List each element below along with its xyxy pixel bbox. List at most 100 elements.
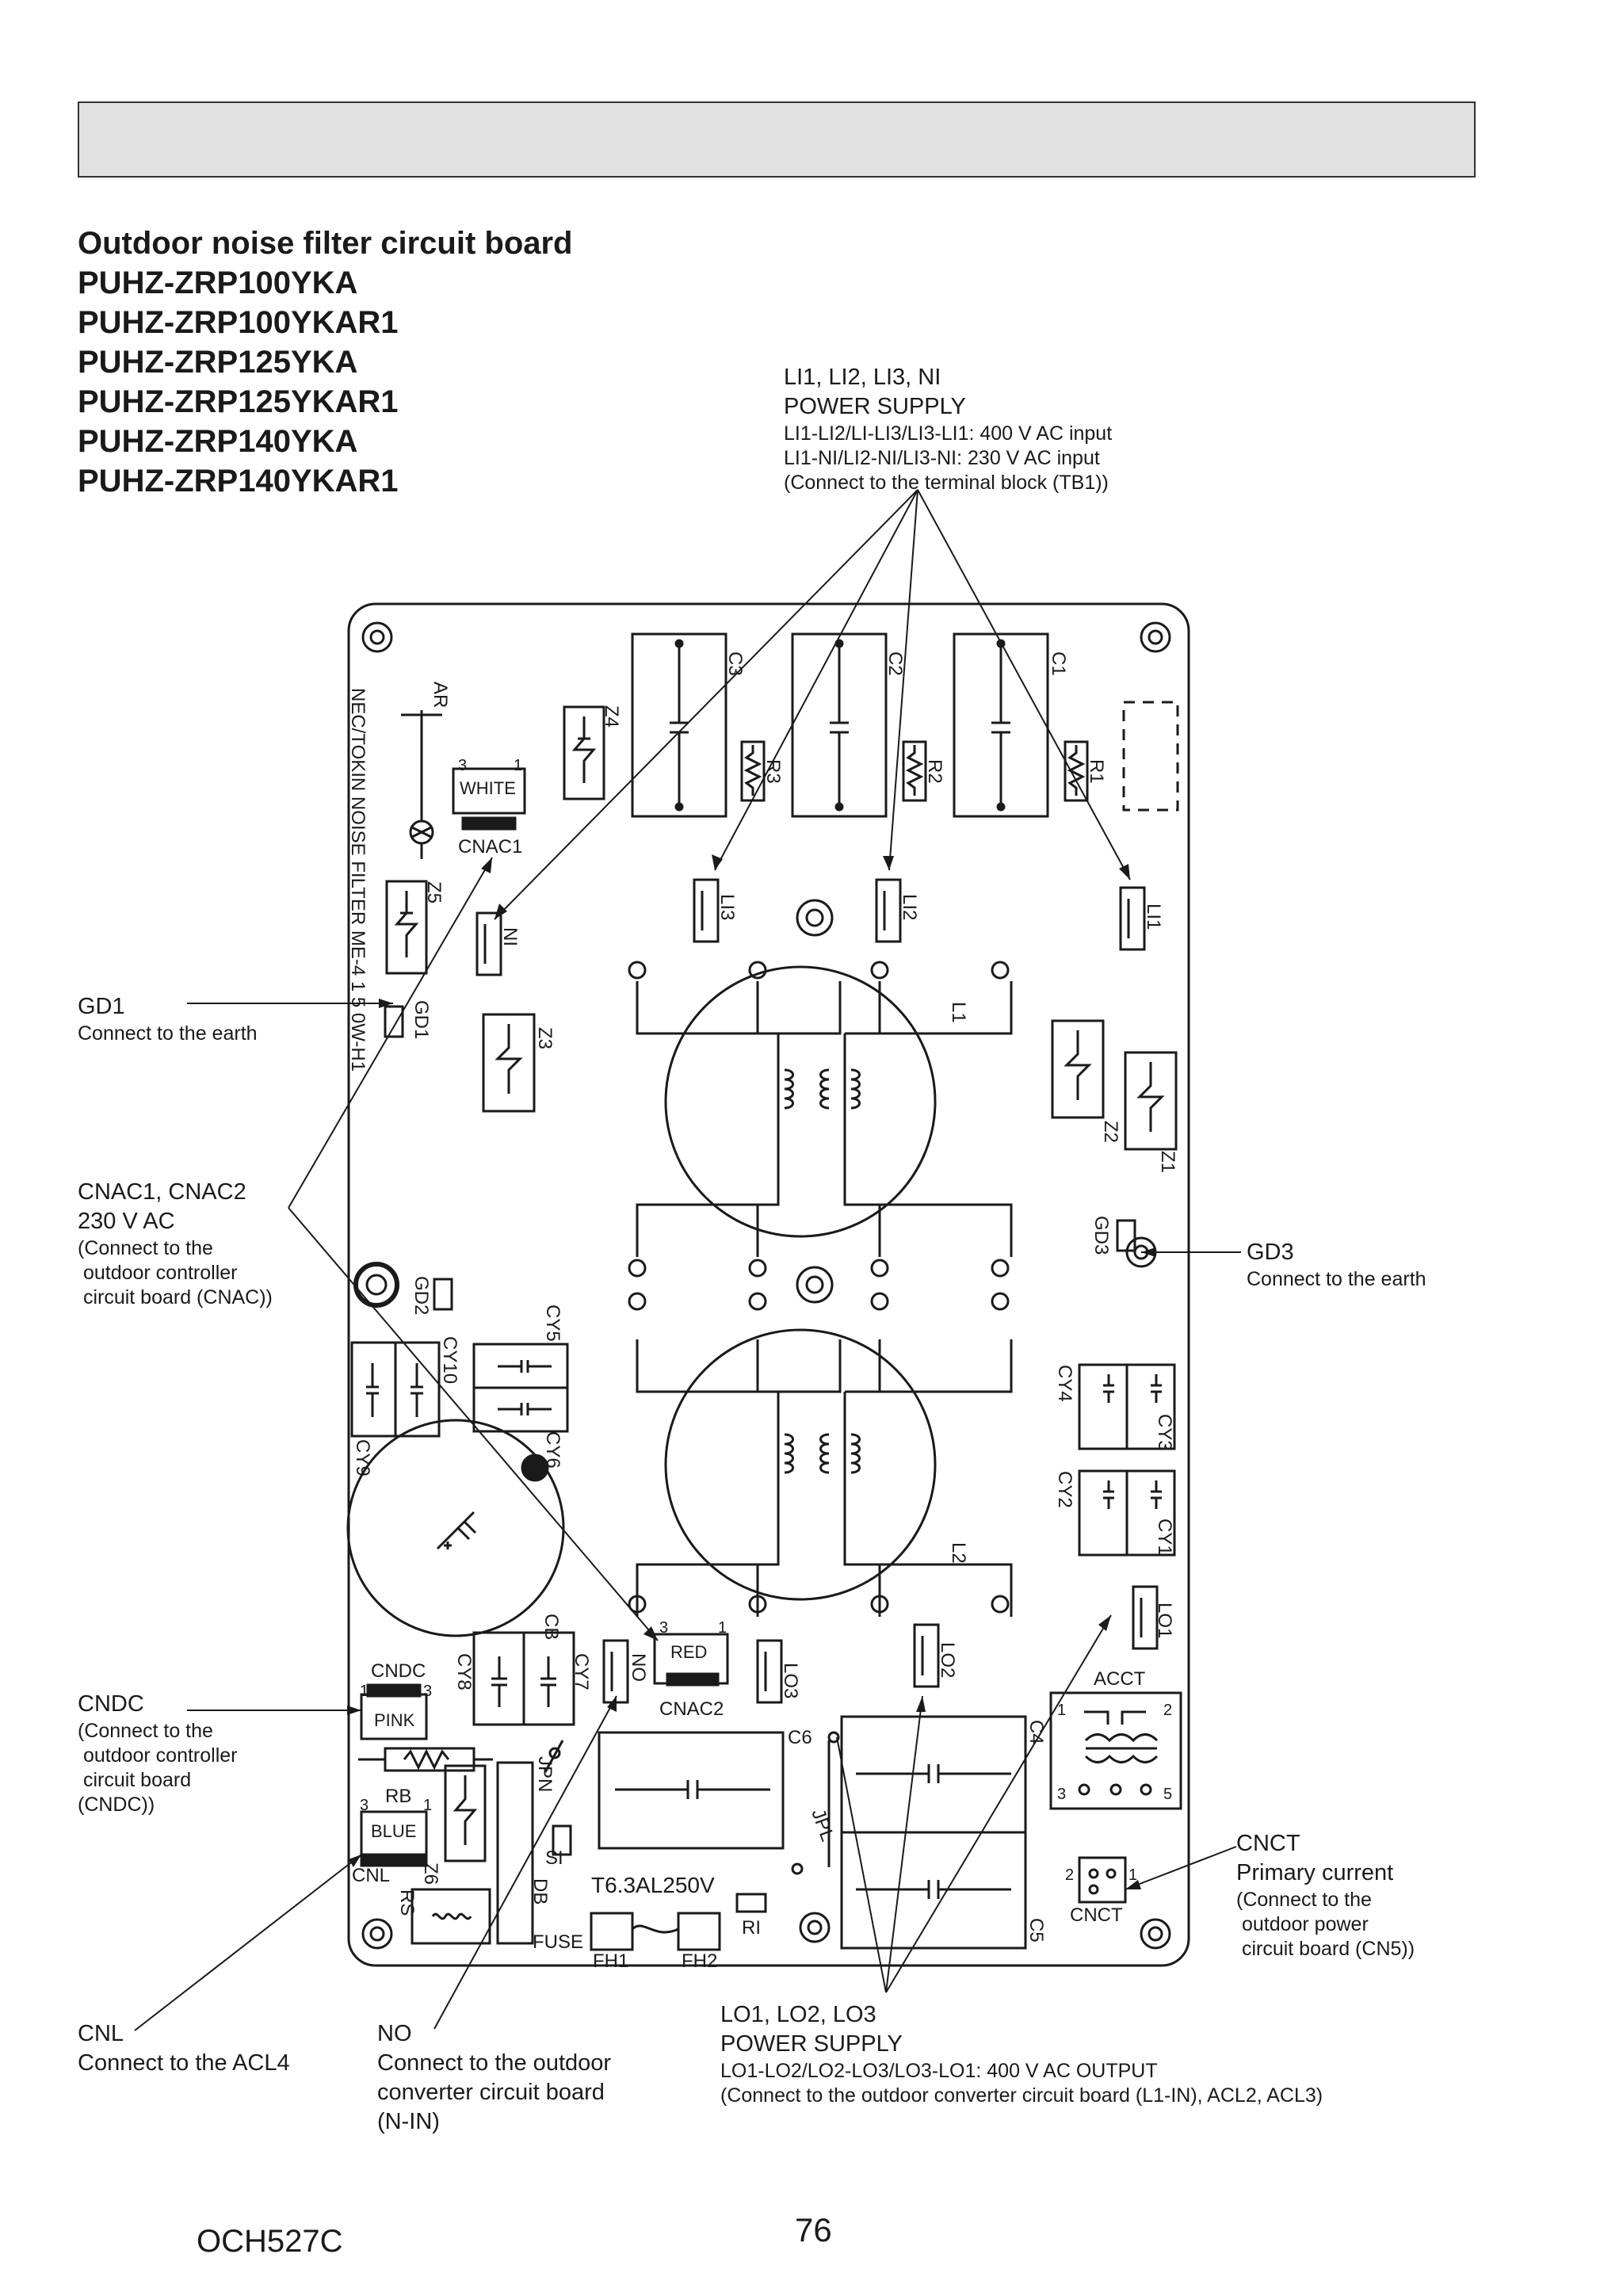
varistor-z4 (563, 705, 605, 800)
model-1: PUHZ-ZRP100YKA (78, 266, 358, 300)
label-r3: R3 (762, 759, 784, 784)
label-l1: L1 (948, 1002, 969, 1023)
label-acct-pin3: 3 (1057, 1786, 1066, 1803)
cy6-marker (521, 1454, 549, 1482)
label-pink: PINK (374, 1710, 415, 1730)
label-jpn: JPN (534, 1756, 556, 1792)
diode-bridge-db (496, 1761, 534, 1945)
fuse (631, 1924, 679, 1934)
label-z3: Z3 (534, 1027, 556, 1049)
cnac-callout: CNAC1, CNAC2 230 V AC (Connect to the ou… (78, 1178, 273, 1310)
power-in-line2: POWER SUPPLY (784, 394, 966, 419)
label-c2: C2 (884, 651, 906, 676)
ground-gd2 (433, 1278, 453, 1311)
title-block: Outdoor noise filter circuit board PUHZ-… (78, 223, 573, 501)
power-out-line2: POWER SUPPLY (720, 2031, 903, 2057)
vendor-text: NEC/TOKIN NOISE FILTER ME-4 1 5 0W-H1 (347, 688, 369, 1072)
label-acct-pin1: 1 (1057, 1702, 1066, 1719)
label-lo1: LO1 (1154, 1603, 1175, 1638)
cndc-line4: circuit board (78, 1769, 192, 1791)
resistor-rs (411, 1888, 491, 1945)
label-cnct-pin2: 2 (1065, 1866, 1074, 1884)
resistor-r1 (1064, 740, 1089, 802)
label-rs: RS (396, 1889, 418, 1916)
label-cy9: CY9 (352, 1439, 373, 1477)
capacitor-c6 (598, 1731, 785, 1850)
label-cy7: CY7 (571, 1653, 592, 1690)
ground-gd1 (384, 1005, 404, 1038)
terminal-lo2 (913, 1623, 940, 1688)
label-ar: AR (430, 682, 451, 708)
power-out-line3: LO1-LO2/LO2-LO3/LO3-LO1: 400 V AC OUTPUT (720, 2060, 1158, 2082)
cnct-line3: (Connect to the (1236, 1889, 1372, 1911)
jumpers (544, 1740, 831, 1867)
cnl-callout: CNL Connect to the ACL4 (78, 2019, 290, 2078)
terminal-li1 (1119, 886, 1146, 951)
varistor-z1 (1124, 1051, 1178, 1151)
label-gd1: GD1 (411, 1000, 432, 1039)
model-4: PUHZ-ZRP125YKAR1 (78, 384, 399, 419)
cnct-line1: CNCT (1236, 1831, 1300, 1856)
label-c4: C4 (1025, 1720, 1047, 1744)
power-in-callout: LI1, LI2, LI3, NI POWER SUPPLY LI1-LI2/L… (784, 363, 1112, 495)
label-r2: R2 (924, 759, 945, 784)
capacitor-c1 (953, 632, 1049, 818)
gd3-line2: Connect to the earth (1247, 1268, 1426, 1290)
label-blue: BLUE (371, 1821, 416, 1841)
label-jpl: JPL (807, 1806, 838, 1844)
label-z5: Z5 (423, 881, 445, 904)
model-2: PUHZ-ZRP100YKAR1 (78, 305, 399, 340)
label-no: NO (628, 1653, 649, 1682)
cndc-line5: (CNDC)) (78, 1794, 155, 1816)
choke-pins (628, 961, 1010, 1614)
model-3: PUHZ-ZRP125YKA (78, 345, 358, 380)
cnac-line4: outdoor controller (78, 1262, 238, 1284)
cndc-callout: CNDC (Connect to the outdoor controller … (78, 1690, 238, 1817)
label-z4: Z4 (601, 705, 622, 728)
label-cnac2-pin3: 3 (659, 1619, 668, 1637)
power-in-line4: LI1-NI/LI2-NI/LI3-NI: 230 V AC input (784, 447, 1100, 469)
label-gd2: GD2 (411, 1276, 432, 1315)
label-fh2: FH2 (682, 1950, 717, 1972)
power-out-callout: LO1, LO2, LO3 POWER SUPPLY LO1-LO2/LO2-L… (720, 2000, 1323, 2108)
no-line1: NO (377, 2021, 412, 2046)
cnct-line4: outdoor power (1236, 1913, 1369, 1935)
label-fh1: FH1 (593, 1950, 628, 1972)
leader-lines (134, 489, 1241, 2031)
cnac1-connector (452, 767, 526, 815)
label-cy1: CY1 (1154, 1519, 1175, 1556)
label-li1: LI1 (1143, 904, 1164, 930)
cnct-connector (1078, 1856, 1127, 1904)
switch-si (552, 1824, 572, 1856)
cndc-line1: CNDC (78, 1691, 144, 1717)
choke-l2 (636, 1328, 1013, 1617)
varistor-z2 (1051, 1019, 1105, 1119)
label-cy5: CY5 (542, 1305, 563, 1342)
capacitor-c3 (631, 632, 727, 818)
ground-gd3 (1116, 1219, 1136, 1252)
terminal-lo1 (1132, 1585, 1159, 1650)
label-li3: LI3 (716, 894, 738, 920)
label-cy4: CY4 (1054, 1365, 1075, 1402)
label-z1: Z1 (1157, 1151, 1178, 1173)
terminal-li3 (693, 878, 720, 943)
label-rb: RB (385, 1786, 411, 1807)
current-transformer-acct (1049, 1691, 1182, 1810)
label-acct-pin5: 5 (1163, 1786, 1172, 1803)
label-c6: C6 (788, 1727, 812, 1748)
page-number: 76 (795, 2211, 832, 2248)
varistor-z6 (444, 1764, 487, 1862)
label-db: DB (529, 1878, 551, 1904)
label-ni: NI (499, 927, 521, 946)
cnac-line3: (Connect to the (78, 1237, 213, 1259)
label-fuse-rating: T6.3AL250V (591, 1873, 715, 1897)
electrolytic-capacitor-cb (346, 1419, 565, 1637)
label-cnct: CNCT (1070, 1904, 1123, 1926)
terminal-no (602, 1639, 629, 1704)
label-cndc-pin1: 1 (360, 1683, 369, 1700)
label-si: SI (545, 1847, 563, 1869)
label-cnct-pin1: 1 (1128, 1866, 1137, 1884)
choke-l1 (636, 965, 1013, 1257)
document-code: OCH527C (197, 2224, 343, 2259)
